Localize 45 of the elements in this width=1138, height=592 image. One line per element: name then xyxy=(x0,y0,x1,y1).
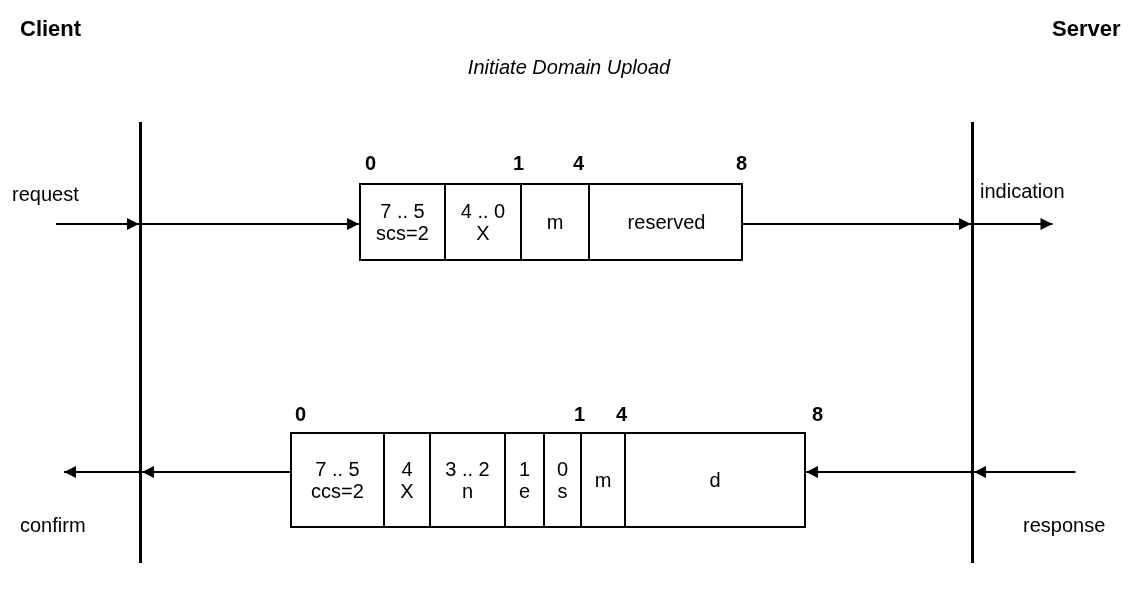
bit-range: 7 .. 5 xyxy=(380,200,425,222)
arrow xyxy=(141,218,360,230)
endpoint-heading: Client xyxy=(20,16,82,42)
byte-offset: 0 xyxy=(295,403,307,426)
lifeline xyxy=(971,122,974,563)
field-name: ccs=2 xyxy=(311,480,364,502)
bit-range: 3 .. 2 xyxy=(445,458,490,480)
field-name: m xyxy=(546,211,564,233)
field-name: s xyxy=(557,480,568,502)
byte-offset: 4 xyxy=(616,403,628,426)
bit-range: 7 .. 5 xyxy=(315,458,360,480)
field-name: reserved xyxy=(627,211,706,233)
signal-label: indication xyxy=(980,180,1125,206)
byte-offset: 1 xyxy=(574,403,586,426)
arrow xyxy=(55,218,140,230)
field-name: d xyxy=(709,469,721,491)
field-name: X xyxy=(476,222,490,244)
arrow xyxy=(805,466,972,478)
field-name: m xyxy=(594,469,612,491)
signal-label: response xyxy=(1023,514,1128,540)
arrow xyxy=(973,466,1077,478)
signal-label: confirm xyxy=(20,514,108,540)
byte-offset: 1 xyxy=(513,152,525,175)
bit-range: 4 .. 0 xyxy=(460,200,506,222)
byte-offset: 4 xyxy=(573,152,585,175)
signal-label: request xyxy=(12,183,100,209)
field-name: n xyxy=(461,480,474,502)
message-frame xyxy=(290,432,806,528)
arrow xyxy=(63,466,140,478)
message-frame xyxy=(359,183,743,261)
byte-offset: 8 xyxy=(736,152,748,175)
byte-offset: 8 xyxy=(812,403,824,426)
field-name: scs=2 xyxy=(376,222,429,244)
byte-offset: 0 xyxy=(365,152,377,175)
bit-range: 0 xyxy=(556,458,569,480)
bit-range: 4 xyxy=(401,458,413,480)
field-name: e xyxy=(518,480,531,502)
arrow xyxy=(973,218,1054,230)
arrow xyxy=(742,218,972,230)
endpoint-heading: Server xyxy=(1052,16,1121,42)
lifeline xyxy=(139,122,142,563)
field-name: X xyxy=(400,480,414,502)
bit-range: 1 xyxy=(518,458,531,480)
arrow xyxy=(141,466,291,478)
diagram-title: Initiate Domain Upload xyxy=(466,56,672,79)
